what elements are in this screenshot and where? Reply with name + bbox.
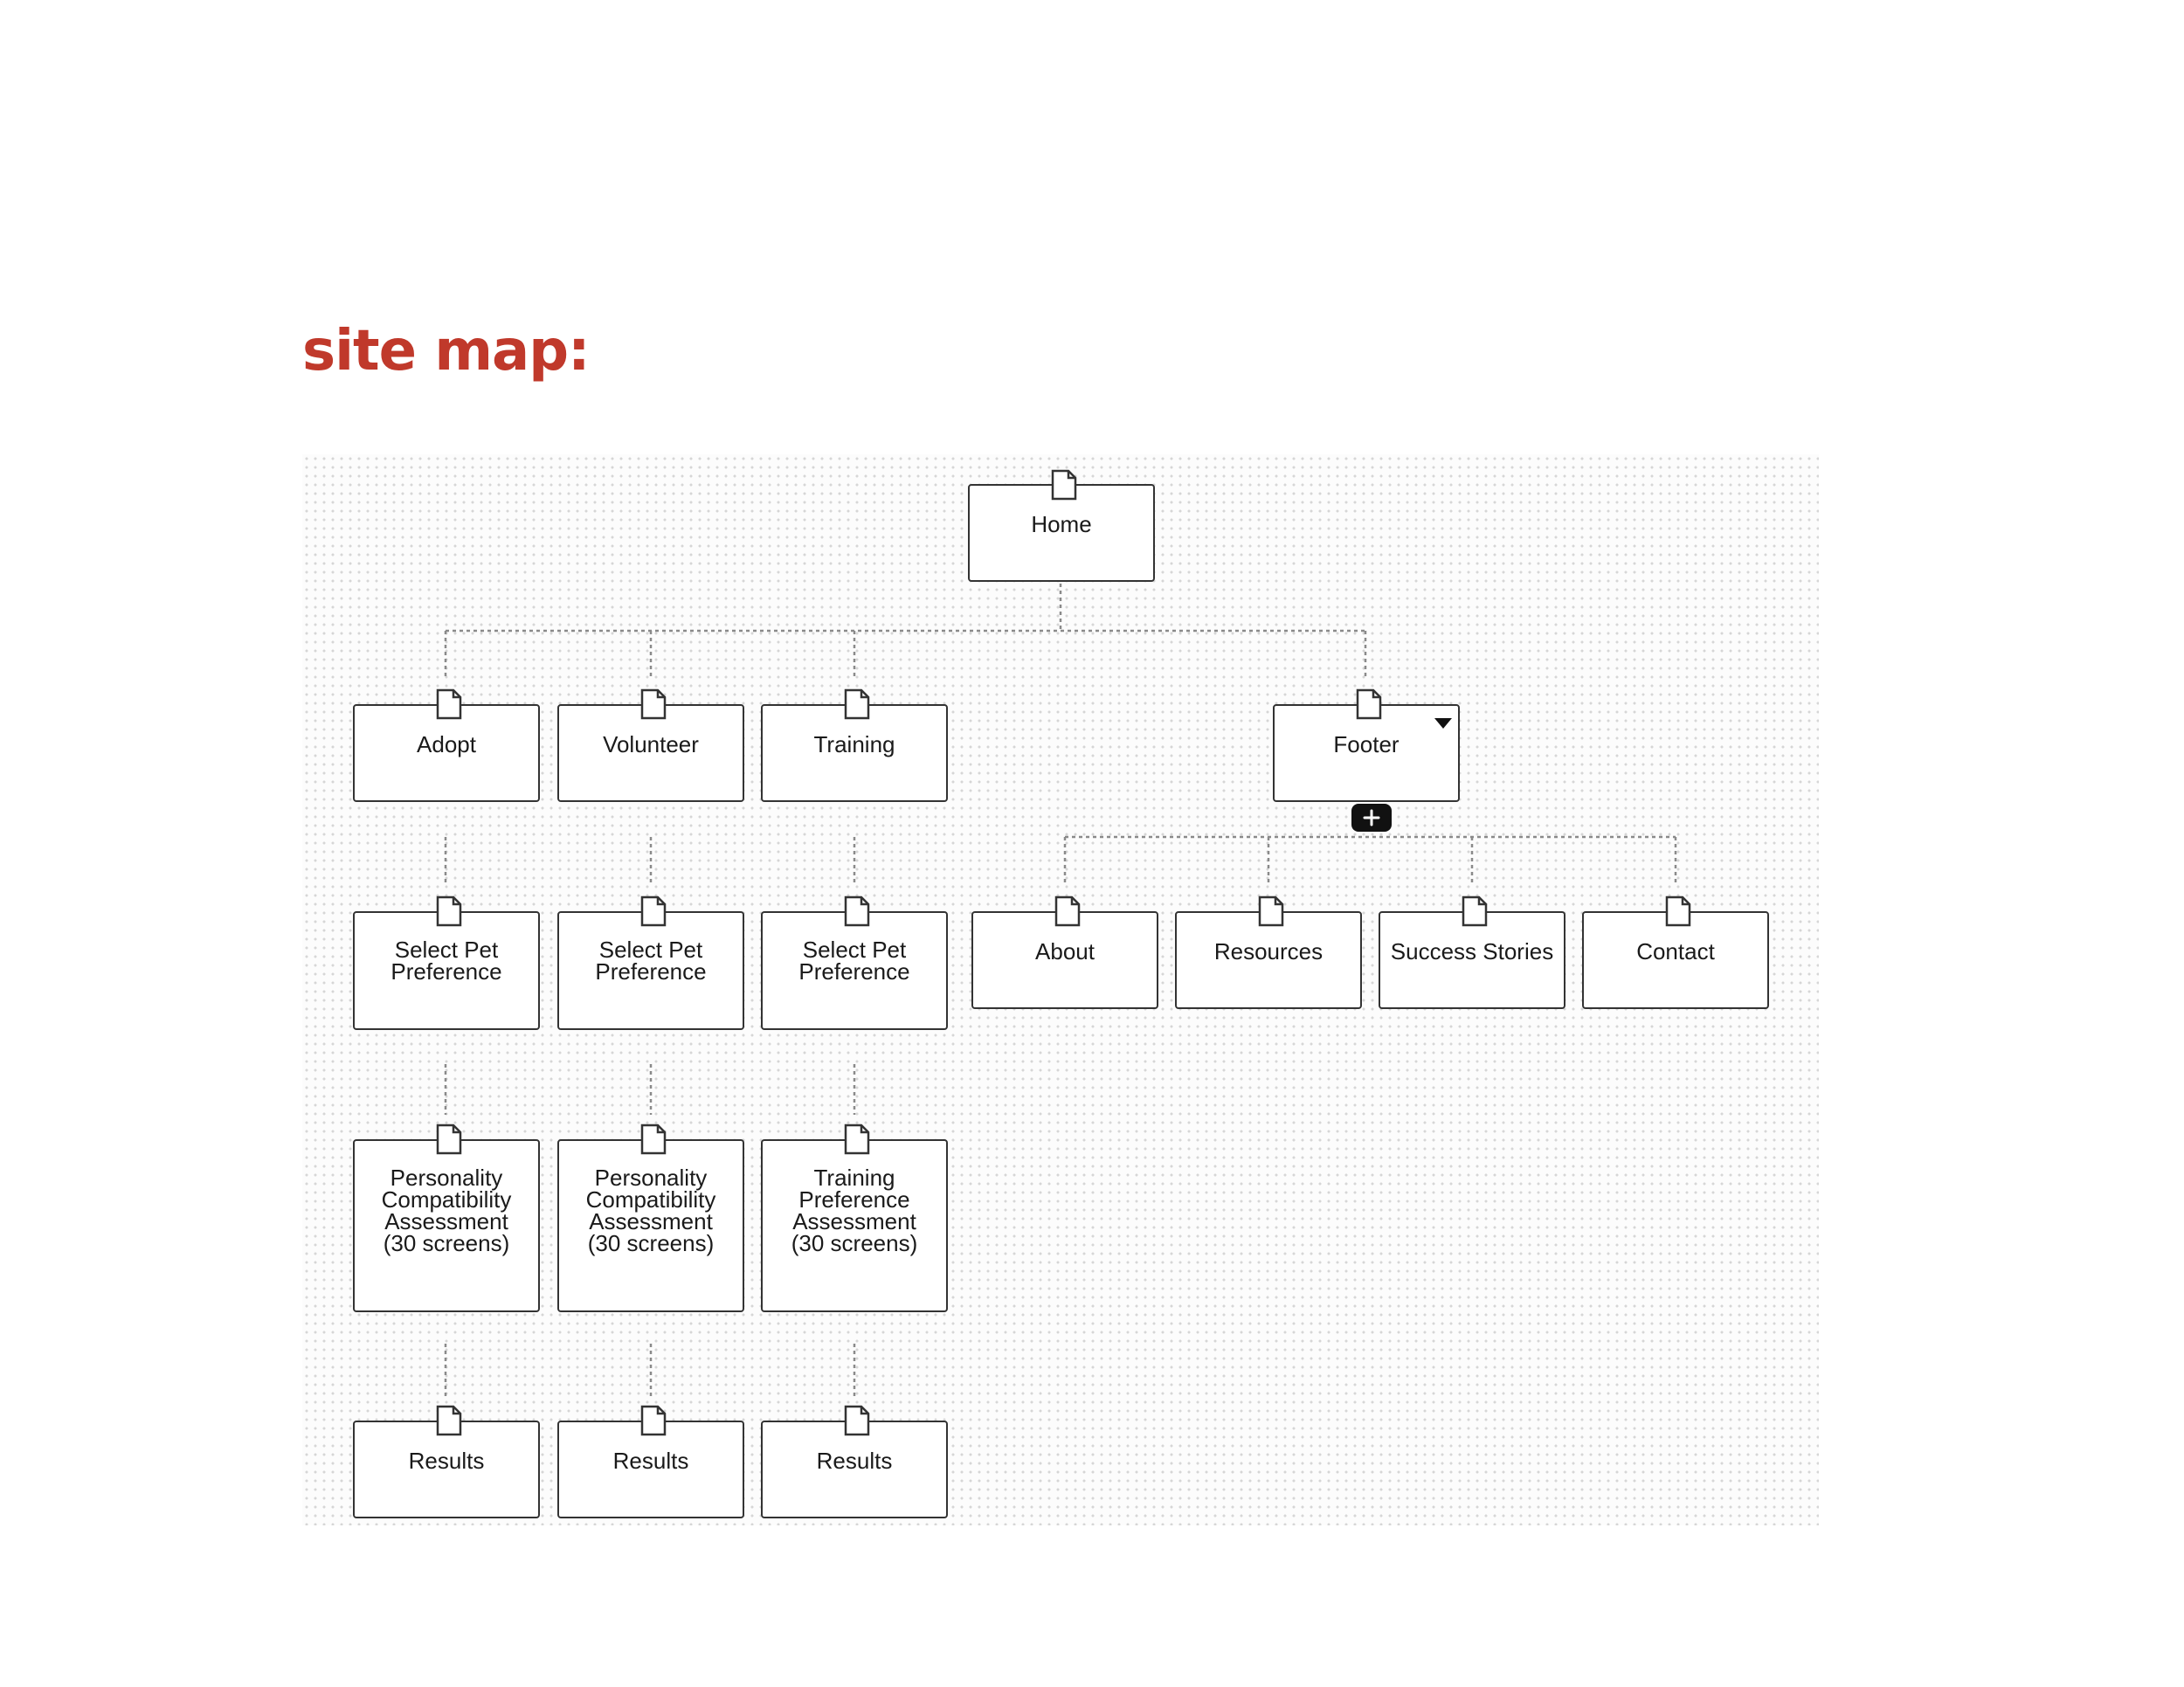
page-icon	[640, 1124, 667, 1155]
page-icon	[436, 1124, 462, 1155]
node-results-training[interactable]: Results	[761, 1421, 948, 1518]
node-footer[interactable]: Footer	[1273, 704, 1460, 802]
add-child-button[interactable]	[1351, 804, 1392, 832]
node-adopt[interactable]: Adopt	[353, 704, 540, 802]
node-select-pet-training[interactable]: Select Pet Preference	[761, 911, 948, 1030]
page-icon	[844, 688, 870, 720]
node-training[interactable]: Training	[761, 704, 948, 802]
node-results-volunteer[interactable]: Results	[557, 1421, 744, 1518]
page-icon	[1054, 895, 1081, 927]
page-icon	[1462, 895, 1488, 927]
node-results-adopt[interactable]: Results	[353, 1421, 540, 1518]
page-icon	[1356, 688, 1382, 720]
node-home[interactable]: Home	[968, 484, 1155, 582]
node-assessment-adopt[interactable]: Personality Compatibility Assessment (30…	[353, 1139, 540, 1312]
page-icon	[436, 688, 462, 720]
node-select-pet-adopt[interactable]: Select Pet Preference	[353, 911, 540, 1030]
node-resources[interactable]: Resources	[1175, 911, 1362, 1009]
node-about[interactable]: About	[971, 911, 1158, 1009]
node-assessment-training[interactable]: Training Preference Assessment (30 scree…	[761, 1139, 948, 1312]
page-icon	[436, 895, 462, 927]
page-icon	[844, 1124, 870, 1155]
node-assessment-volunteer[interactable]: Personality Compatibility Assessment (30…	[557, 1139, 744, 1312]
node-select-pet-volunteer[interactable]: Select Pet Preference	[557, 911, 744, 1030]
page-icon	[640, 895, 667, 927]
page-title: site map:	[302, 319, 591, 384]
page-icon	[640, 1405, 667, 1436]
page-icon	[844, 1405, 870, 1436]
page-icon	[844, 895, 870, 927]
page-icon	[1665, 895, 1691, 927]
node-success-stories[interactable]: Success Stories	[1379, 911, 1565, 1009]
page-icon	[640, 688, 667, 720]
plus-icon	[1363, 809, 1380, 826]
page-icon	[1258, 895, 1284, 927]
dropdown-arrow-icon[interactable]	[1433, 716, 1454, 730]
page-icon	[436, 1405, 462, 1436]
page-icon	[1051, 469, 1077, 501]
node-contact[interactable]: Contact	[1582, 911, 1769, 1009]
